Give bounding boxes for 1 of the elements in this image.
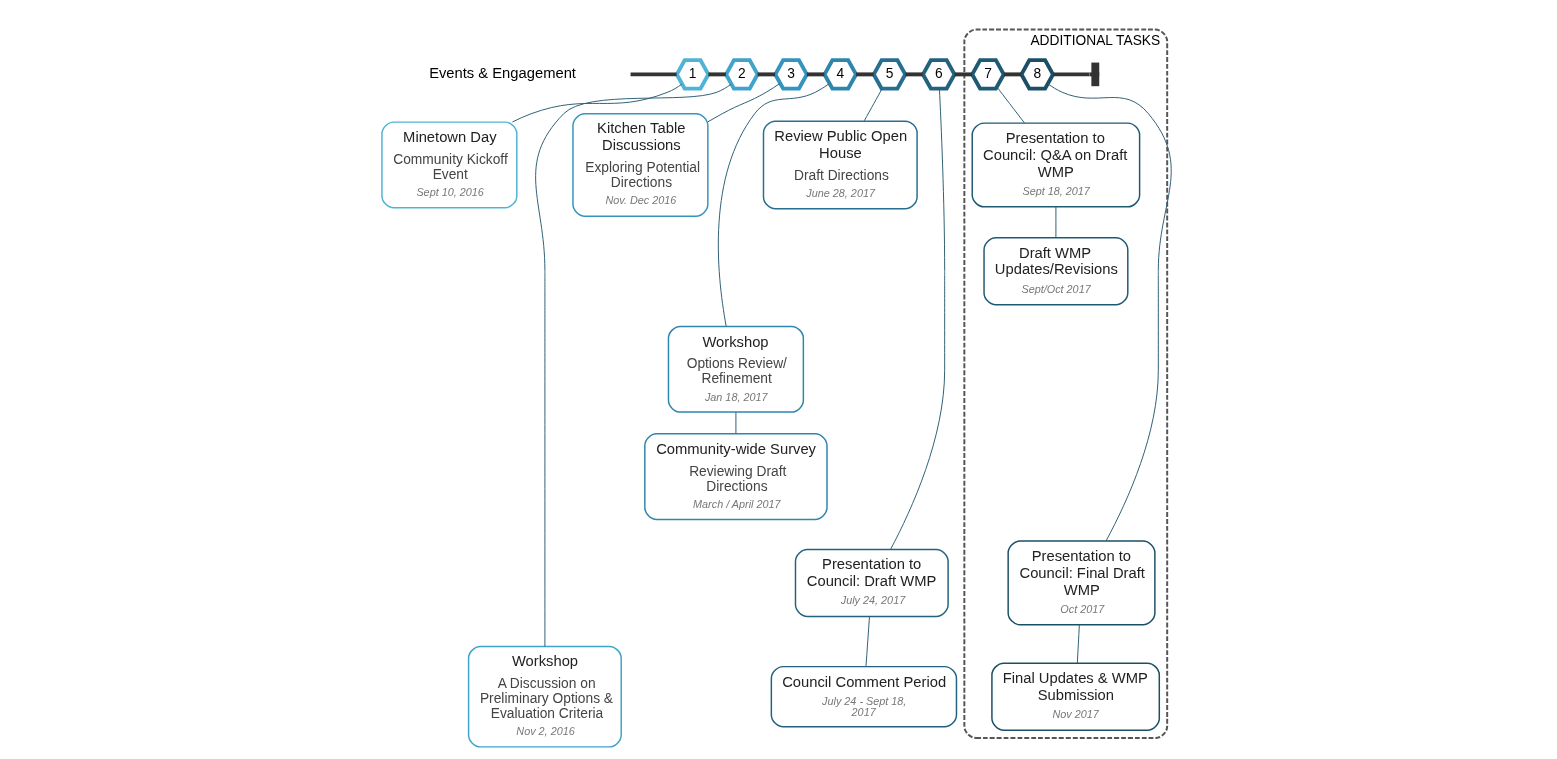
label: Events & Engagement	[429, 64, 576, 81]
